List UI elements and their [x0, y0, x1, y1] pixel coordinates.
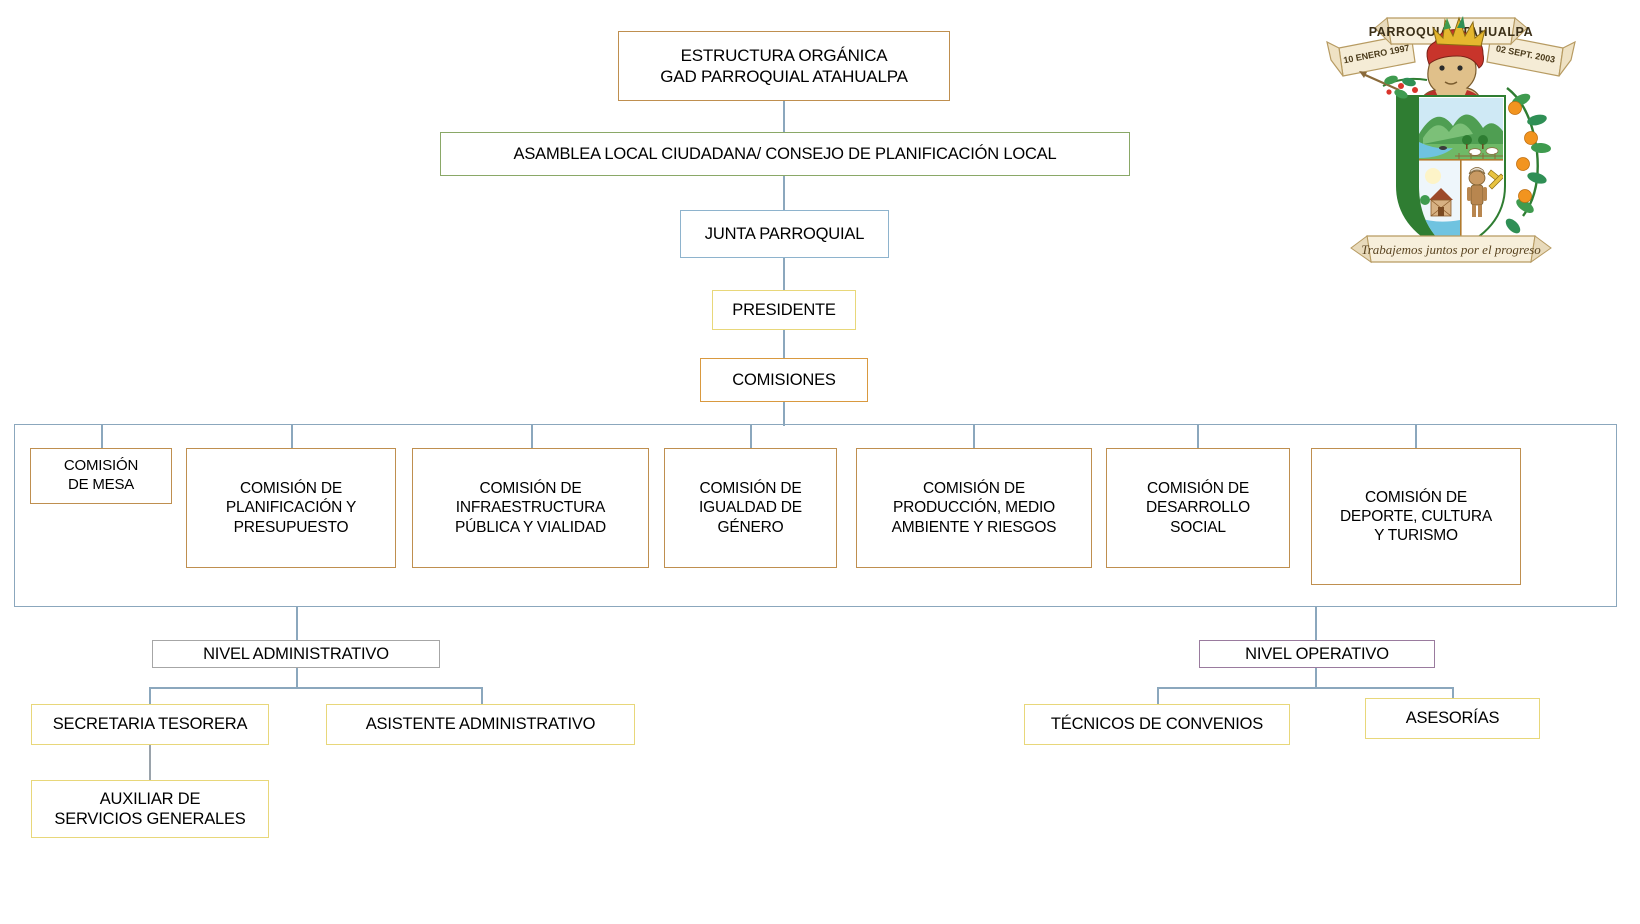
comision-1-line-1: COMISIÓN [63, 457, 139, 475]
connector-admin-down [296, 668, 298, 688]
connector-operativo-to-tecnicos [1157, 687, 1159, 704]
node-comision-produccion-ambiente-riesgos[interactable]: COMISIÓN DE PRODUCCIÓN, MEDIO AMBIENTE Y… [856, 448, 1092, 568]
comision-4-line-1: COMISIÓN DE [699, 480, 802, 498]
connector-frame-nivel-operativo [1315, 606, 1317, 640]
node-comision-planificacion-presupuesto[interactable]: COMISIÓN DE PLANIFICACIÓN Y PRESUPUESTO [186, 448, 396, 568]
node-junta-parroquial[interactable]: JUNTA PARROQUIAL [680, 210, 889, 258]
comision-7-line-2: DEPORTE, CULTURA [1339, 507, 1493, 525]
secretaria-tesorera-label: SECRETARIA TESORERA [52, 715, 248, 734]
title-line-1: ESTRUCTURA ORGÁNICA [680, 45, 888, 65]
comision-6-line-2: DESARROLLO [1146, 499, 1250, 517]
node-comisiones-label: COMISIONES [732, 370, 836, 389]
asesorias-label: ASESORÍAS [1405, 709, 1500, 728]
connector-comisiones-frame [783, 402, 785, 426]
connector-stub-comision-1 [101, 425, 103, 448]
node-secretaria-tesorera[interactable]: SECRETARIA TESORERA [31, 704, 269, 745]
comision-3-line-3: PÚBLICA Y VIALIDAD [455, 518, 606, 536]
commissions-frame [14, 424, 1617, 607]
node-asamblea-local-ciudadana[interactable]: ASAMBLEA LOCAL CIUDADANA/ CONSEJO DE PLA… [440, 132, 1130, 176]
node-nivel-administrativo[interactable]: NIVEL ADMINISTRATIVO [152, 640, 440, 668]
connector-admin-to-asistente [481, 687, 483, 704]
comision-1-line-2: DE MESA [67, 476, 135, 493]
connector-presidente-comisiones [783, 330, 785, 358]
connector-operativo-down [1315, 668, 1317, 688]
comision-6-line-3: SOCIAL [1170, 518, 1226, 536]
comision-5-line-3: AMBIENTE Y RIESGOS [891, 518, 1057, 536]
connector-stub-comision-6 [1197, 425, 1199, 448]
connector-admin-rail [149, 687, 482, 689]
connector-title-assembly [783, 101, 785, 132]
node-asesorias[interactable]: ASESORÍAS [1365, 698, 1540, 739]
comision-5-line-1: COMISIÓN DE [922, 480, 1025, 498]
node-comision-igualdad-genero[interactable]: COMISIÓN DE IGUALDAD DE GÉNERO [664, 448, 837, 568]
node-presidente-label: PRESIDENTE [732, 300, 836, 319]
emblem-motto-text: Trabajemos juntos por el progreso [1361, 242, 1541, 257]
connector-operativo-to-asesorias [1452, 687, 1454, 704]
title-box: ESTRUCTURA ORGÁNICA GAD PARROQUIAL ATAHU… [618, 31, 950, 101]
nivel-operativo-label: NIVEL OPERATIVO [1245, 644, 1389, 663]
connector-stub-comision-3 [531, 425, 533, 448]
comision-6-line-1: COMISIÓN DE [1146, 480, 1249, 498]
comision-3-line-2: INFRAESTRUCTURA [455, 499, 606, 517]
tecnicos-convenios-label: TÉCNICOS DE CONVENIOS [1050, 715, 1264, 734]
comision-5-line-2: PRODUCCIÓN, MEDIO [893, 499, 1055, 517]
node-junta-label: JUNTA PARROQUIAL [704, 224, 865, 243]
coat-of-arms-icon: 10 ENERO 1997 02 SEPT. 2003 PARROQUIA AT… [1325, 4, 1577, 272]
connector-junta-presidente [783, 258, 785, 290]
node-comision-mesa[interactable]: COMISIÓN DE MESA [30, 448, 172, 504]
connector-stub-comision-7 [1415, 425, 1417, 448]
node-tecnicos-de-convenios[interactable]: TÉCNICOS DE CONVENIOS [1024, 704, 1290, 745]
asistente-administrativo-label: ASISTENTE ADMINISTRATIVO [365, 715, 596, 734]
comision-2-line-1: COMISIÓN DE [239, 480, 342, 498]
node-comisiones[interactable]: COMISIONES [700, 358, 868, 402]
connector-stub-comision-4 [750, 425, 752, 448]
node-comision-infraestructura-vialidad[interactable]: COMISIÓN DE INFRAESTRUCTURA PÚBLICA Y VI… [412, 448, 649, 568]
auxiliar-line-1: AUXILIAR DE [99, 789, 201, 808]
node-presidente[interactable]: PRESIDENTE [712, 290, 856, 330]
comision-2-line-2: PLANIFICACIÓN Y [225, 499, 357, 517]
connector-stub-comision-2 [291, 425, 293, 448]
node-asamblea-label: ASAMBLEA LOCAL CIUDADANA/ CONSEJO DE PLA… [513, 144, 1057, 163]
connector-admin-to-secretaria [149, 687, 151, 704]
comision-4-line-2: IGUALDAD DE [699, 499, 802, 517]
node-nivel-operativo[interactable]: NIVEL OPERATIVO [1199, 640, 1435, 668]
comision-2-line-3: PRESUPUESTO [233, 518, 349, 536]
title-line-2: GAD PARROQUIAL ATAHUALPA [660, 67, 908, 86]
connector-operativo-rail [1157, 687, 1453, 689]
node-comision-desarrollo-social[interactable]: COMISIÓN DE DESARROLLO SOCIAL [1106, 448, 1290, 568]
auxiliar-line-2: SERVICIOS GENERALES [54, 810, 246, 828]
connector-frame-nivel-administrativo [296, 606, 298, 640]
node-asistente-administrativo[interactable]: ASISTENTE ADMINISTRATIVO [326, 704, 635, 745]
connector-assembly-junta [783, 176, 785, 210]
node-comision-deporte-cultura-turismo[interactable]: COMISIÓN DE DEPORTE, CULTURA Y TURISMO [1311, 448, 1521, 585]
connector-stub-comision-5 [973, 425, 975, 448]
connector-secretaria-to-auxiliar [149, 745, 151, 780]
comision-7-line-3: Y TURISMO [1374, 527, 1458, 545]
nivel-administrativo-label: NIVEL ADMINISTRATIVO [203, 644, 389, 663]
comision-7-line-1: COMISIÓN DE [1364, 488, 1467, 506]
comision-4-line-3: GÉNERO [717, 518, 784, 536]
comision-3-line-1: COMISIÓN DE [479, 480, 582, 498]
node-auxiliar-servicios-generales[interactable]: AUXILIAR DE SERVICIOS GENERALES [31, 780, 269, 838]
